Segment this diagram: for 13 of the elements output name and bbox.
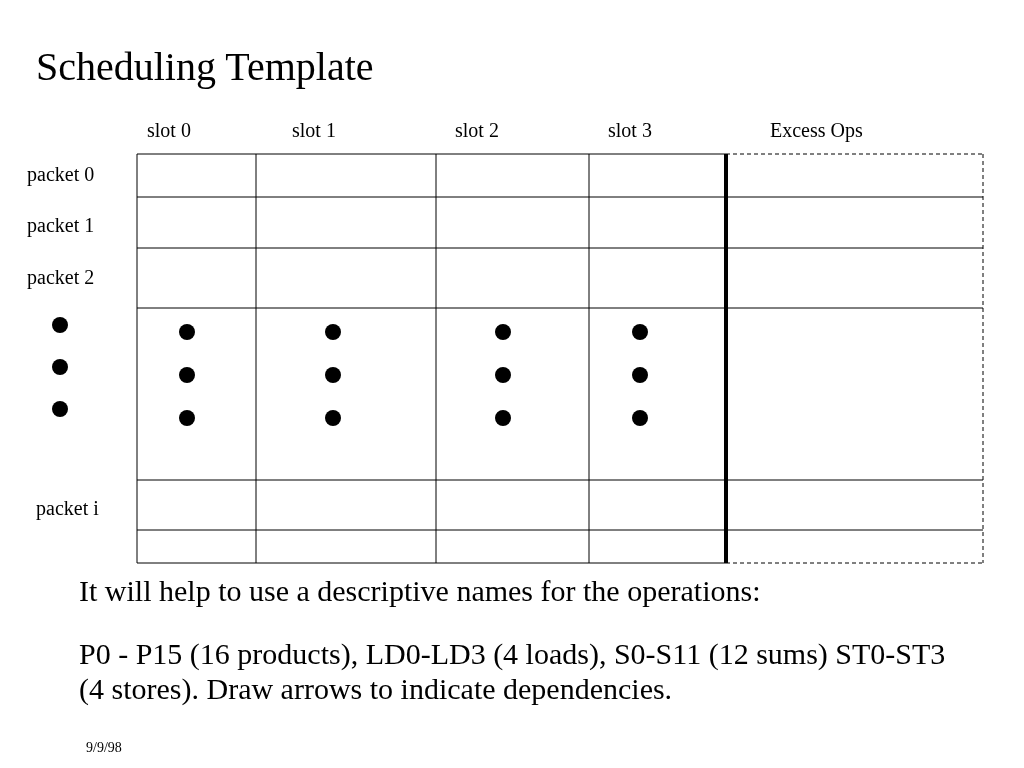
row-header: packet 1 [27,214,95,237]
row-header: packet i [36,497,99,520]
column-header: slot 2 [455,119,499,142]
row-header: packet 0 [27,163,95,186]
instruction-text: It will help to use a descriptive names for the operations: [79,574,761,609]
row-header: packet 2 [27,266,95,289]
column-header: Excess Ops [770,119,863,142]
instruction-text: P0 - P15 (16 products), LD0-LD3 (4 loads), S0-S11 (12 sums) ST0-ST3 (4 stores). Draw arrows to indicate dependencies. [79,637,947,706]
column-header: slot 3 [608,119,652,142]
slide-title: Scheduling Template [36,44,374,90]
column-header: slot 1 [292,119,336,142]
date-text: 9/9/98 [86,740,122,757]
column-header: slot 0 [147,119,191,142]
